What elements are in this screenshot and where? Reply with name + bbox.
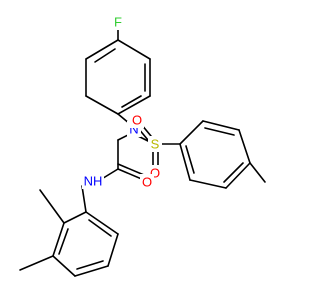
structure-canvas: F N S O O O NH — [19, 14, 266, 277]
amide-nh-atom: NH — [82, 173, 104, 189]
bond-skeleton — [19, 29, 266, 277]
sulfonyl-oxygen-left-label: O — [132, 113, 142, 128]
atom-labels: F N S O O O NH — [82, 14, 162, 190]
sulfonyl-oxygen-left-atom: O — [130, 112, 144, 128]
fluorine-label: F — [114, 15, 122, 30]
sulfonyl-nitrogen-label: N — [129, 122, 138, 137]
amide-nh-label: NH — [84, 174, 103, 189]
sulfur-atom: S — [148, 136, 162, 152]
molecule-structure-diagram: F N S O O O NH — [19, 14, 266, 277]
amide-oxygen-atom: O — [140, 174, 154, 190]
fluorine-atom: F — [111, 14, 125, 30]
sulfonyl-oxygen-bottom-label: O — [150, 166, 160, 181]
amide-oxygen-label: O — [142, 175, 152, 190]
sulfur-label: S — [151, 137, 160, 152]
